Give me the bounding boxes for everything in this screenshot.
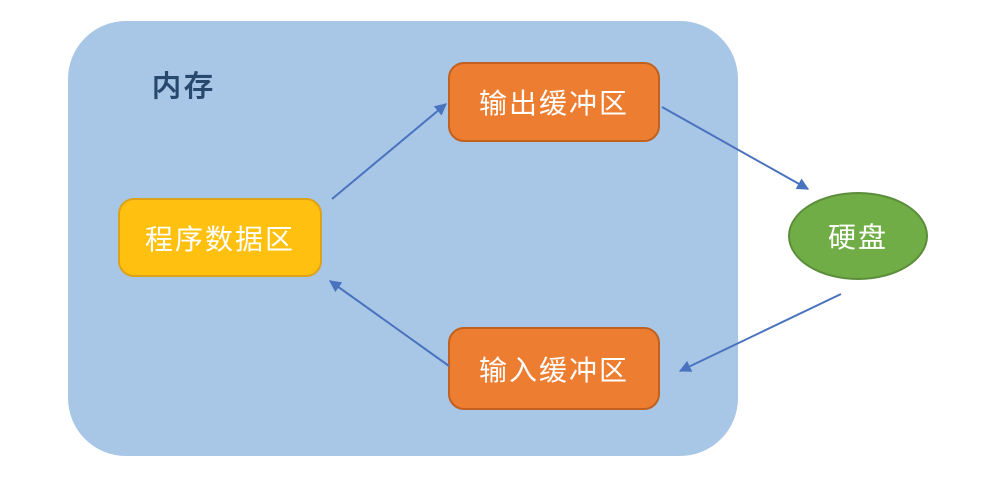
node-program-data: 程序数据区 <box>118 198 322 277</box>
node-hard-disk-label: 硬盘 <box>827 222 888 253</box>
node-input-buffer-label: 输入缓冲区 <box>478 354 629 386</box>
node-output-buffer: 输出缓冲区 <box>448 62 660 142</box>
memory-label: 内存 <box>152 71 217 103</box>
node-input-buffer: 输入缓冲区 <box>448 327 660 410</box>
node-output-buffer-label: 输出缓冲区 <box>478 88 629 119</box>
node-program-data-label: 程序数据区 <box>144 223 295 255</box>
node-hard-disk: 硬盘 <box>788 192 928 280</box>
